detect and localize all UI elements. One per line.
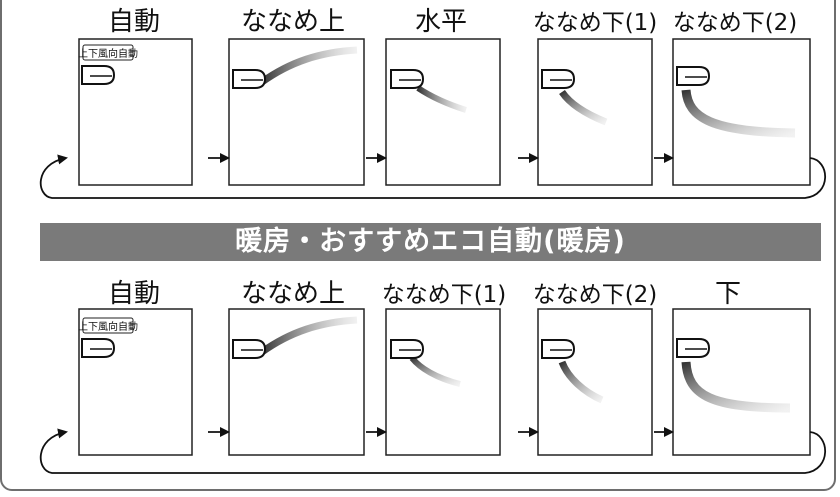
indoor-unit-icon bbox=[81, 65, 115, 85]
airflow-icon bbox=[558, 360, 604, 404]
heating-section-banner: 暖房・おすすめエコ自動(暖房) bbox=[40, 223, 821, 261]
cooling-step-label-horizontal: 水平 bbox=[414, 7, 467, 37]
cooling-panel-auto bbox=[78, 38, 193, 186]
cooling-panel-down2 bbox=[672, 38, 811, 186]
heating-step-label-down2: ななめ下(2) bbox=[532, 282, 658, 308]
airflow-icon bbox=[259, 46, 358, 85]
indoor-unit-icon bbox=[390, 69, 424, 89]
auto-badge-frame bbox=[82, 44, 134, 61]
cooling-step-label-upward: ななめ上 bbox=[240, 7, 345, 37]
auto-badge-text: 上下風向自動 bbox=[78, 320, 138, 333]
indoor-unit-icon bbox=[541, 69, 575, 89]
cooling-panel-down1 bbox=[537, 38, 653, 186]
airflow-icon bbox=[681, 89, 796, 138]
return-loop-arrow-icon bbox=[39, 154, 827, 199]
cooling-step-label-auto: 自動 bbox=[107, 7, 160, 37]
heating-panel-down2 bbox=[537, 308, 653, 456]
airflow-icon bbox=[559, 89, 608, 126]
indoor-unit-icon bbox=[232, 339, 266, 359]
heating-step-label-auto: 自動 bbox=[107, 279, 160, 309]
cooling-step-label-down2: ななめ下(2) bbox=[672, 10, 798, 36]
airflow-icon bbox=[259, 316, 358, 355]
heating-step-label-down: 下 bbox=[714, 279, 741, 309]
indoor-unit-icon bbox=[676, 338, 710, 358]
heating-panel-down bbox=[672, 308, 811, 456]
return-loop-arrow-icon bbox=[39, 428, 827, 474]
airflow-icon bbox=[681, 361, 791, 413]
cooling-step-label-down1: ななめ下(1) bbox=[532, 10, 658, 36]
heating-panel-upward bbox=[228, 308, 365, 456]
airflow-icon bbox=[416, 85, 467, 113]
indoor-unit-icon bbox=[81, 338, 115, 358]
indoor-unit-icon bbox=[390, 339, 424, 359]
airflow-icon bbox=[409, 356, 461, 387]
heating-panel-down1 bbox=[385, 308, 501, 456]
auto-badge-text: 上下風向自動 bbox=[78, 47, 138, 60]
indoor-unit-icon bbox=[541, 339, 575, 359]
auto-badge-frame bbox=[82, 317, 134, 334]
indoor-unit-icon bbox=[676, 66, 710, 86]
cooling-panel-upward bbox=[228, 38, 365, 186]
indoor-unit-icon bbox=[232, 69, 266, 89]
cooling-panel-horizontal bbox=[385, 38, 501, 186]
heating-step-label-down1: ななめ下(1) bbox=[381, 282, 507, 308]
heating-section-title: 暖房・おすすめエコ自動(暖房) bbox=[235, 226, 626, 257]
heating-step-label-upward: ななめ上 bbox=[240, 279, 345, 309]
